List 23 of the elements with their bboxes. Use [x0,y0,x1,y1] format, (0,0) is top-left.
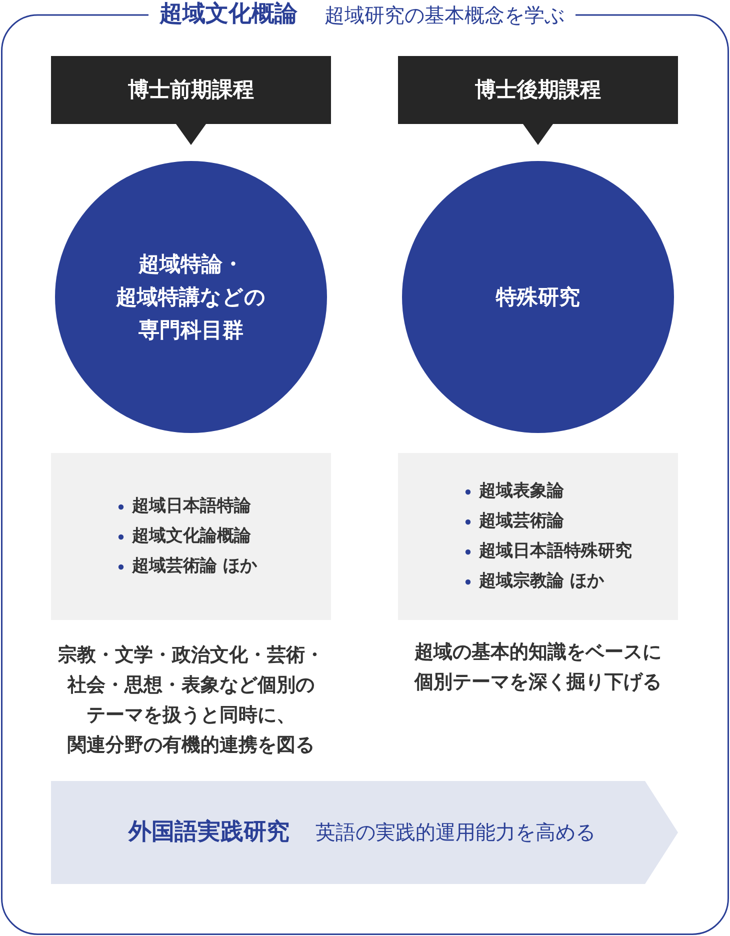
band-subtitle: 英語の実践的運用能力を高める [316,820,596,846]
list-item: 超域宗教論 ほか [479,570,604,593]
description-text: 宗教・文学・政治文化・芸術・社会・思想・表象など個別のテーマを扱うと同時に、関連分野の有機的連携を図る [57,643,325,758]
circle-label: 超域特論・超域特講などの専門科目群 [116,250,266,344]
list-item: 超域文化論概論 [132,525,251,548]
frame-subtitle: 超域研究の基本概念を学ぶ [324,2,564,28]
list-item: 超域芸術論 ほか [132,555,257,578]
callout-box [51,56,331,145]
list-item: 超域芸術論 [479,510,564,533]
frame-title: 超域文化概論 [160,0,298,30]
list-item: 超域日本語特殊研究 [479,540,632,563]
list-box [51,453,331,620]
band-title: 外国語実践研究 [128,818,290,847]
circle-label: 特殊研究 [496,284,580,310]
arrow-band [51,781,678,884]
list-item: 超域日本語特論 [132,495,251,518]
callout-title: 博士前期課程 [128,76,254,104]
list-item: 超域表象論 [479,480,564,503]
description-text: 超域の基本的知識をベースに個別テーマを深く掘り下げる [413,640,662,695]
list-box [398,453,678,620]
callout-box [398,56,678,145]
callout-title: 博士後期課程 [475,76,601,104]
rounded-frame [1,3,729,935]
